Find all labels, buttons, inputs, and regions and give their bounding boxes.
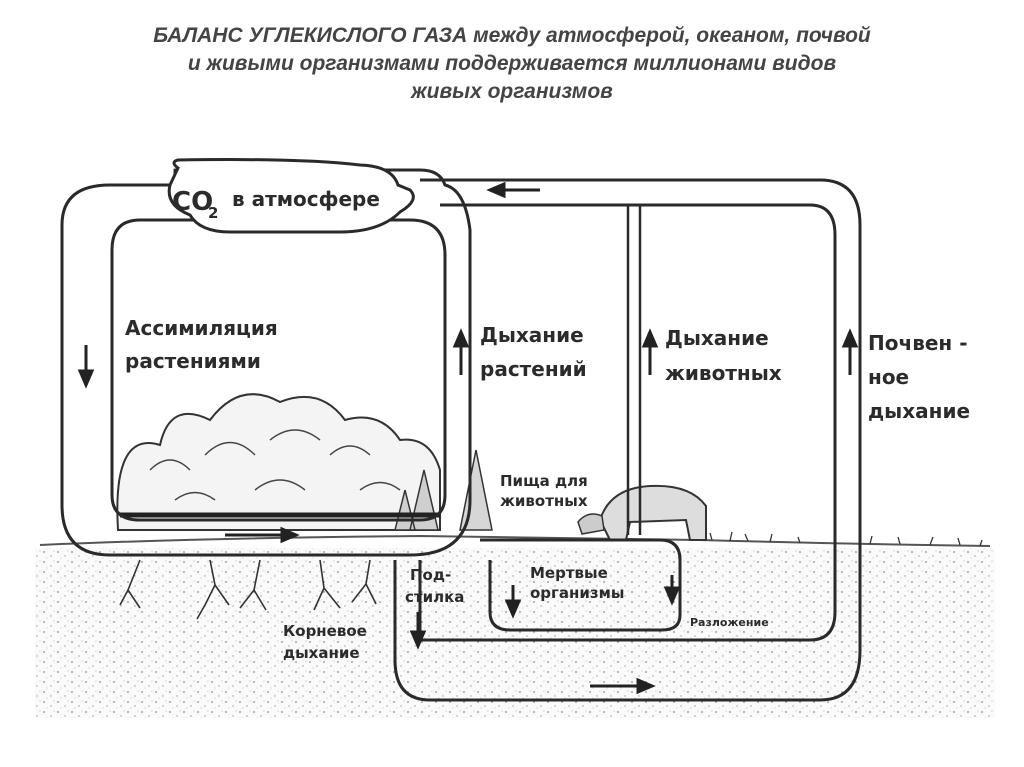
litter-line-1: Под- (410, 566, 451, 584)
soil-layer (35, 548, 995, 718)
dead-organisms-line-1: Мертвые (530, 564, 608, 582)
flow-arrows (77, 181, 859, 695)
soil-respiration-line-3: дыхание (868, 399, 970, 423)
assimilation-loop (60, 168, 472, 557)
title-line-2: и живыми организмами поддерживается милл… (187, 52, 837, 75)
root-respiration-line-2: дыхание (283, 644, 360, 662)
co2-cloud (167, 158, 415, 234)
root-respiration-line-1: Корневое (283, 622, 367, 640)
food-line-2: животных (500, 492, 588, 510)
soil-respiration-line-1: Почвен - (868, 331, 968, 355)
co2-subscript: 2 (208, 204, 218, 222)
co2-label: CO (172, 187, 213, 217)
forest-illustration (116, 393, 493, 531)
title-line-1: БАЛАНС УГЛЕКИСЛОГО ГАЗА между атмосферой… (153, 24, 871, 47)
plant-roots (119, 559, 377, 620)
outer-loop-inner (418, 203, 837, 642)
ground-line (39, 534, 991, 547)
assimilation-line-2: растениями (125, 349, 261, 373)
assimilation-label: Ассимиляция растениями (125, 316, 278, 373)
root-respiration-label: Корневое дыхание (283, 622, 367, 662)
plant-respiration-line-1: Дыхание (480, 323, 584, 347)
plant-respiration-label: Дыхание растений (480, 323, 587, 381)
outer-loop (393, 178, 862, 702)
litter-label: Под- стилка (405, 566, 464, 606)
diagram-title: БАЛАНС УГЛЕКИСЛОГО ГАЗА между атмосферой… (0, 22, 1024, 106)
animal-illustration (577, 484, 707, 541)
soil-respiration-line-2: ное (868, 365, 909, 389)
food-line-1: Пища для (500, 472, 588, 490)
food-for-animals-label: Пища для животных (500, 472, 588, 510)
animal-respiration-line-1: Дыхание (665, 326, 769, 350)
decomposition-label: Разложение (690, 616, 769, 629)
plant-respiration-line-2: растений (480, 357, 587, 381)
assimilation-loop-inner (110, 218, 447, 522)
co2-in-atmosphere-label: в атмосфере (232, 187, 380, 211)
title-line-3: живых организмов (411, 80, 613, 103)
soil-respiration-label: Почвен - ное дыхание (868, 331, 970, 423)
animal-respiration-label: Дыхание животных (665, 326, 782, 385)
dead-organisms-line-2: организмы (530, 584, 624, 602)
litter-line-2: стилка (405, 588, 464, 606)
dead-organisms-loop (480, 538, 682, 632)
dead-organisms-label: Мертвые организмы (530, 564, 624, 602)
assimilation-line-1: Ассимиляция (125, 316, 278, 340)
animal-respiration-line-2: животных (665, 361, 782, 385)
